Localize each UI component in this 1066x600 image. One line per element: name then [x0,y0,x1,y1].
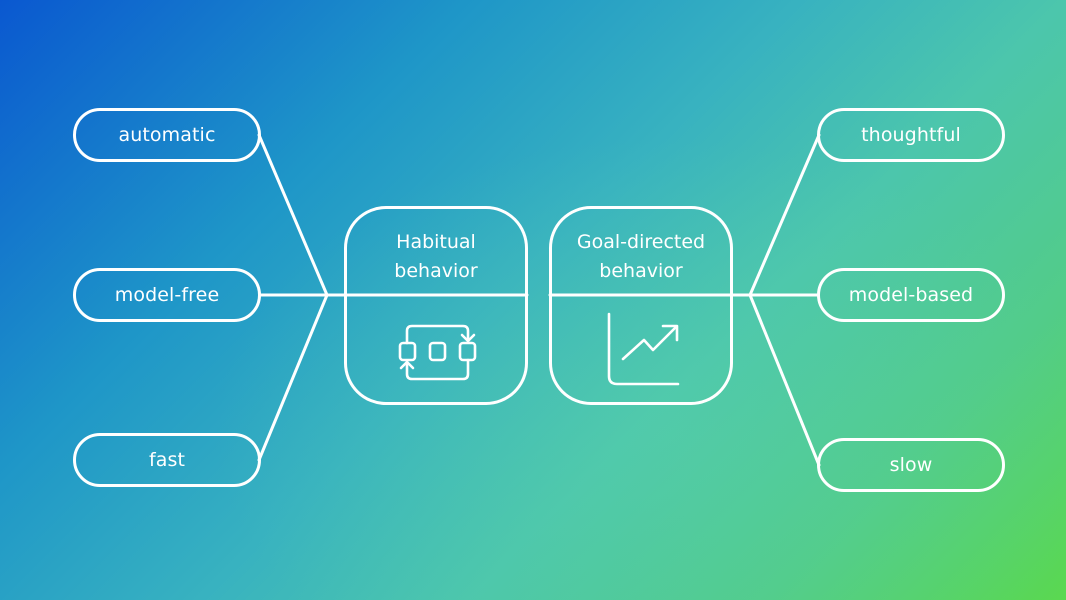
attribute-fast: fast [73,433,261,487]
attribute-thoughtful: thoughtful [817,108,1005,162]
attribute-label: automatic [118,124,216,146]
attribute-label: model-free [114,284,220,306]
attribute-label: model-based [848,284,974,306]
attribute-automatic: automatic [73,108,261,162]
connector-thoughtful [748,133,821,297]
attribute-label: slow [889,454,933,476]
trending-up-chart-icon [607,312,680,386]
attribute-label: fast [148,449,186,471]
habitual-behavior-title: Habitual behavior [394,231,478,282]
goal-directed-behavior-title: Goal-directed behavior [576,231,706,282]
loop-process-icon [398,324,477,381]
attribute-label: thoughtful [861,124,961,146]
connector-slow [748,293,821,467]
connector-automatic [257,133,329,297]
habitual-behavior-box: Habitual behavior [344,206,528,405]
connector-fast [257,293,329,462]
attribute-model-free: model-free [73,268,261,322]
attribute-slow: slow [817,438,1005,492]
goal-directed-behavior-box: Goal-directed behavior [549,206,733,405]
attribute-model-based: model-based [817,268,1005,322]
